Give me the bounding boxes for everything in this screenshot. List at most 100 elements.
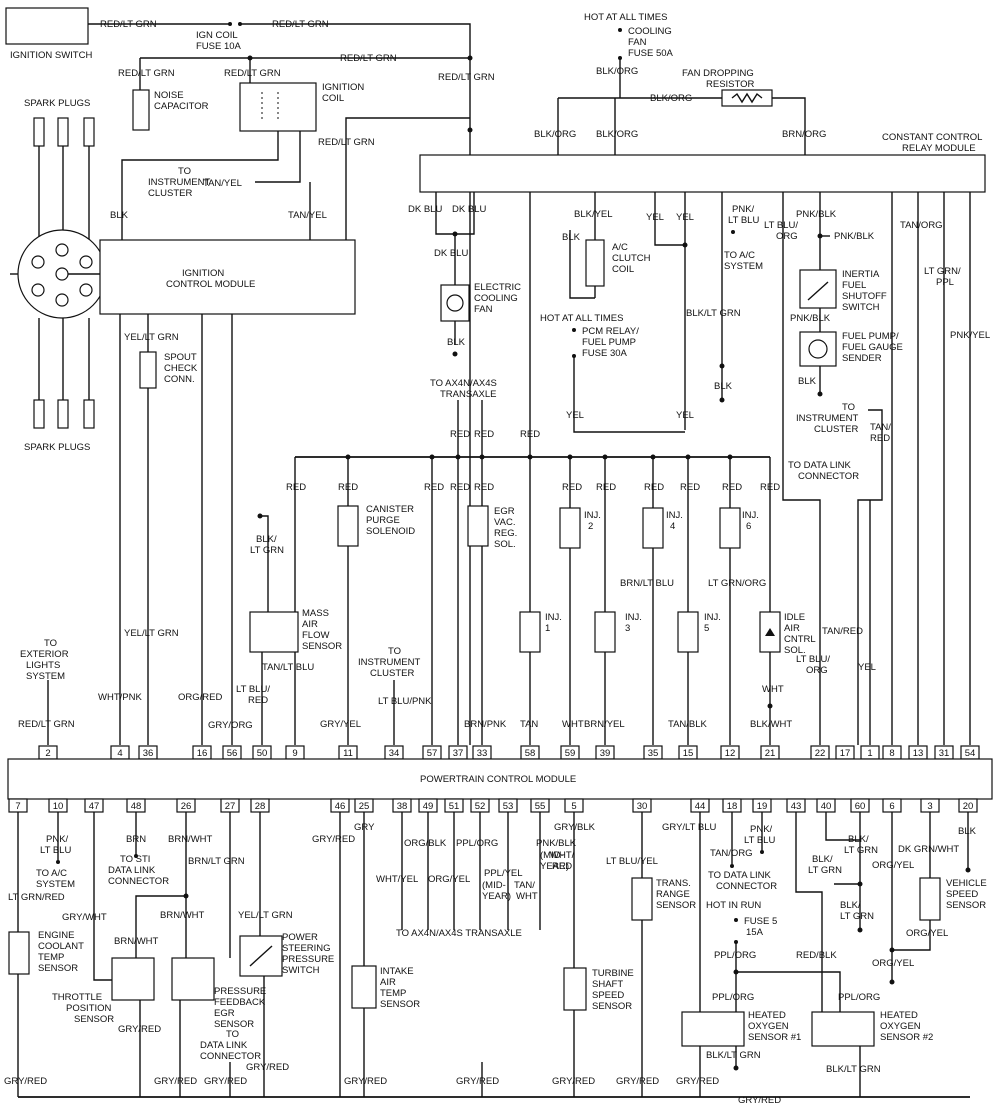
svg-text:CONN.: CONN.	[164, 374, 195, 385]
svg-text:CONNECTOR: CONNECTOR	[200, 1051, 261, 1062]
pcm-bottom-pin-55: 55	[535, 801, 546, 812]
pcm-top-pin-17: 17	[840, 748, 851, 759]
svg-text:FUSE 50A: FUSE 50A	[628, 48, 674, 59]
svg-text:GRY/RED: GRY/RED	[344, 1076, 387, 1087]
svg-text:EXTERIOR: EXTERIOR	[20, 649, 69, 660]
svg-text:BRN/LT GRN: BRN/LT GRN	[188, 856, 245, 867]
svg-text:GRY: GRY	[354, 822, 375, 833]
svg-text:LT BLU: LT BLU	[728, 215, 759, 226]
pcm-label: POWERTRAIN CONTROL MODULE	[420, 774, 576, 785]
svg-text:RED/LT GRN: RED/LT GRN	[340, 53, 397, 64]
svg-text:CONNECTOR: CONNECTOR	[798, 471, 859, 482]
spark-plugs-top	[33, 117, 95, 147]
svg-text:BLK/YEL: BLK/YEL	[574, 209, 613, 220]
svg-text:INSTRUMENT: INSTRUMENT	[148, 177, 210, 188]
svg-text:IGNITION: IGNITION	[182, 268, 224, 279]
pcm-bottom-pin-47: 47	[89, 801, 100, 812]
svg-text:LT GRN/RED: LT GRN/RED	[8, 892, 65, 903]
svg-text:BLK: BLK	[798, 376, 817, 387]
svg-text:LT BLU/: LT BLU/	[796, 654, 830, 665]
svg-text:A/C: A/C	[612, 242, 628, 253]
svg-text:SHAFT: SHAFT	[592, 979, 623, 990]
ignition-control-module	[99, 239, 356, 315]
injector-6	[719, 507, 741, 549]
svg-text:BRN: BRN	[126, 834, 146, 845]
svg-text:SWITCH: SWITCH	[282, 965, 320, 976]
svg-text:BLK/LT GRN: BLK/LT GRN	[706, 1050, 761, 1061]
injector-2	[559, 507, 581, 549]
svg-text:SENSOR: SENSOR	[302, 641, 342, 652]
svg-text:PRESSURE: PRESSURE	[214, 986, 266, 997]
svg-text:YEL: YEL	[566, 410, 584, 421]
svg-text:TAN/ORG: TAN/ORG	[900, 220, 943, 231]
svg-text:RED: RED	[680, 482, 700, 493]
svg-text:CONTROL MODULE: CONTROL MODULE	[166, 279, 255, 290]
svg-text:WHT: WHT	[516, 891, 538, 902]
svg-text:RED: RED	[644, 482, 664, 493]
svg-text:RED: RED	[474, 429, 494, 440]
ac-clutch-coil	[585, 239, 605, 287]
svg-text:CLUSTER: CLUSTER	[814, 424, 858, 435]
pcm-bottom-pin-53: 53	[503, 801, 514, 812]
svg-text:TAN/LT BLU: TAN/LT BLU	[262, 662, 314, 673]
svg-text:IGNITION: IGNITION	[322, 82, 364, 93]
svg-text:BLK/ORG: BLK/ORG	[596, 66, 638, 77]
turbine-shaft-speed-sensor	[563, 967, 587, 1011]
mass-air-flow-sensor	[249, 611, 299, 653]
pcm-bottom-pin-26: 26	[181, 801, 192, 812]
pcm-bottom-pin-44: 44	[695, 801, 706, 812]
svg-text:YEAR): YEAR)	[540, 861, 569, 872]
pcm-top-pin-21: 21	[765, 748, 776, 759]
svg-text:DK BLU: DK BLU	[452, 204, 486, 215]
svg-text:TAN/RED: TAN/RED	[822, 626, 863, 637]
svg-text:RED/LT GRN: RED/LT GRN	[118, 68, 175, 79]
svg-text:GRY/YEL: GRY/YEL	[320, 719, 361, 730]
svg-text:BLK/: BLK/	[256, 534, 277, 545]
svg-text:SENSOR: SENSOR	[946, 900, 986, 911]
svg-text:4: 4	[670, 521, 675, 532]
svg-text:OXYGEN: OXYGEN	[748, 1021, 789, 1032]
svg-text:BRN/WHT: BRN/WHT	[160, 910, 205, 921]
injector-1	[519, 611, 541, 653]
intake-air-temp-sensor	[351, 965, 377, 1009]
svg-text:AIR: AIR	[302, 619, 318, 630]
svg-text:WHT/YEL: WHT/YEL	[376, 874, 418, 885]
svg-text:TO: TO	[226, 1029, 239, 1040]
svg-text:BRN/YEL: BRN/YEL	[584, 719, 625, 730]
svg-text:VAC.: VAC.	[494, 517, 515, 528]
svg-text:BLK: BLK	[958, 826, 977, 837]
svg-text:GRY/ORG: GRY/ORG	[208, 720, 253, 731]
ign-coil-fuse-label: IGN COIL	[196, 30, 238, 41]
pcm-top-pin-33: 33	[477, 748, 488, 759]
svg-text:SENSOR: SENSOR	[656, 900, 696, 911]
pcm-bottom-pin-10: 10	[53, 801, 64, 812]
svg-text:EGR: EGR	[494, 506, 515, 517]
svg-text:DK BLU: DK BLU	[408, 204, 442, 215]
svg-text:GRY/RED: GRY/RED	[676, 1076, 719, 1087]
svg-text:RELAY MODULE: RELAY MODULE	[902, 143, 976, 154]
svg-text:BLK: BLK	[714, 381, 733, 392]
svg-text:SHUTOFF: SHUTOFF	[842, 291, 887, 302]
pcm-bottom-pin-7: 7	[15, 801, 20, 812]
svg-text:AIR: AIR	[784, 623, 800, 634]
svg-text:SYSTEM: SYSTEM	[26, 671, 65, 682]
pcm-top-pin-4: 4	[117, 748, 122, 759]
svg-text:PNK/: PNK/	[732, 204, 755, 215]
svg-text:COIL: COIL	[612, 264, 634, 275]
svg-text:ORG: ORG	[776, 231, 798, 242]
svg-text:RED: RED	[450, 482, 470, 493]
svg-text:FUSE 30A: FUSE 30A	[582, 348, 628, 359]
pcm-top-pin-57: 57	[427, 748, 438, 759]
throttle-position-sensor	[111, 957, 155, 1001]
svg-text:GRY/RED: GRY/RED	[312, 834, 355, 845]
svg-text:TRANSAXLE: TRANSAXLE	[440, 389, 497, 400]
pcm-top-pin-37: 37	[453, 748, 464, 759]
svg-text:SOL.: SOL.	[784, 645, 806, 656]
pcm-top-pin-11: 11	[343, 748, 353, 759]
svg-text:RED: RED	[562, 482, 582, 493]
svg-text:RED/LT GRN: RED/LT GRN	[318, 137, 375, 148]
pcm-top-pin-35: 35	[648, 748, 659, 759]
svg-text:ORG/BLK: ORG/BLK	[404, 838, 447, 849]
svg-text:RED: RED	[474, 482, 494, 493]
